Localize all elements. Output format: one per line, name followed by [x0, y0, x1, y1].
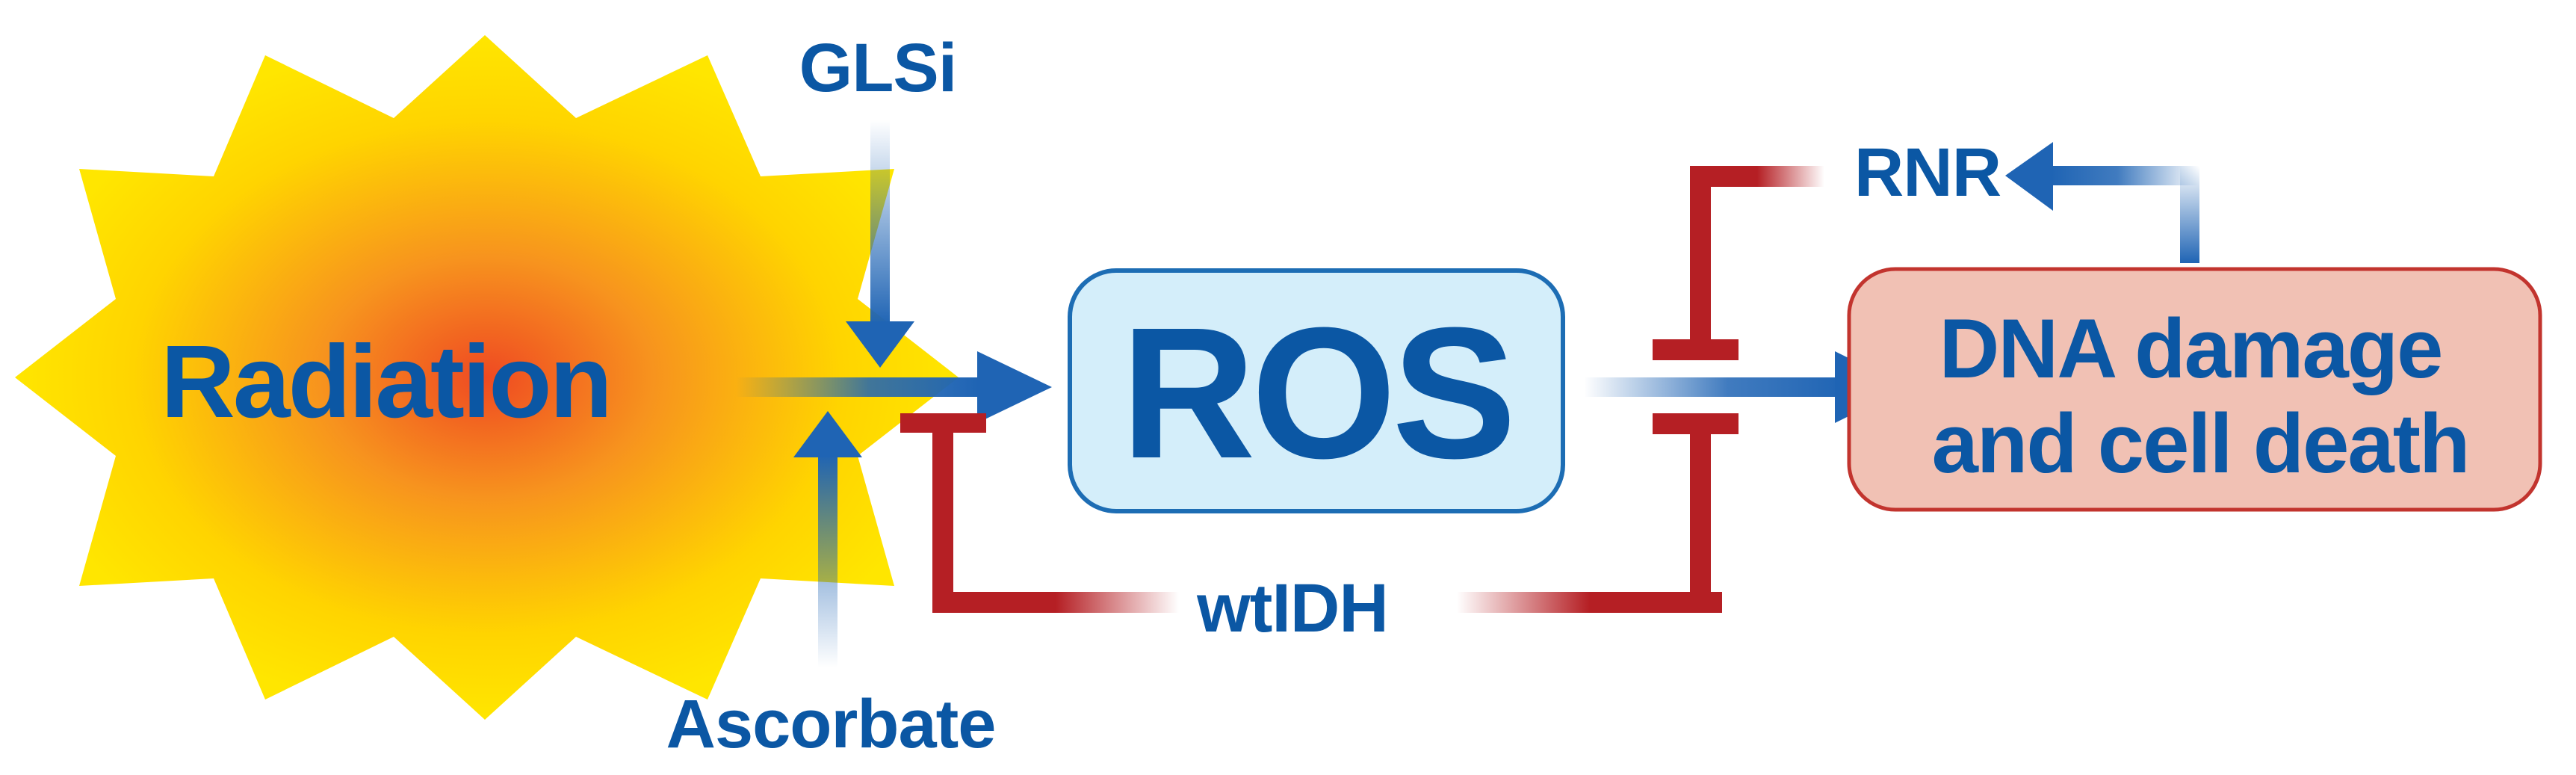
ros-label: ROS [1121, 288, 1512, 497]
glsi-label: GLSi [799, 30, 957, 106]
dna-damage-label-line1: DNA damage [1939, 302, 2442, 395]
wtidh-inhibit-dna-arrow [1457, 413, 1739, 613]
ros-box [1068, 268, 1565, 513]
dna-damage-box [1847, 267, 2542, 512]
wtidh-label: wtIDH [1196, 570, 1388, 646]
dna-to-rnr-arrow [2005, 142, 2199, 263]
wtidh-inhibit-ros [900, 413, 1179, 613]
rnr-inhibit-dna-arrow [1653, 166, 1824, 360]
radiation-to-ros-arrow [736, 351, 1052, 423]
radiation-burst-shape [15, 35, 959, 720]
radiation-label: Radiation [161, 324, 610, 439]
radiation-burst [15, 35, 959, 720]
rnr-label: RNR [1854, 135, 2001, 211]
glsi-arrow [846, 120, 914, 368]
dna-damage-label-line2: and cell death [1932, 397, 2469, 490]
ascorbate-label: Ascorbate [666, 686, 996, 762]
ascorbate-arrow [793, 411, 862, 667]
